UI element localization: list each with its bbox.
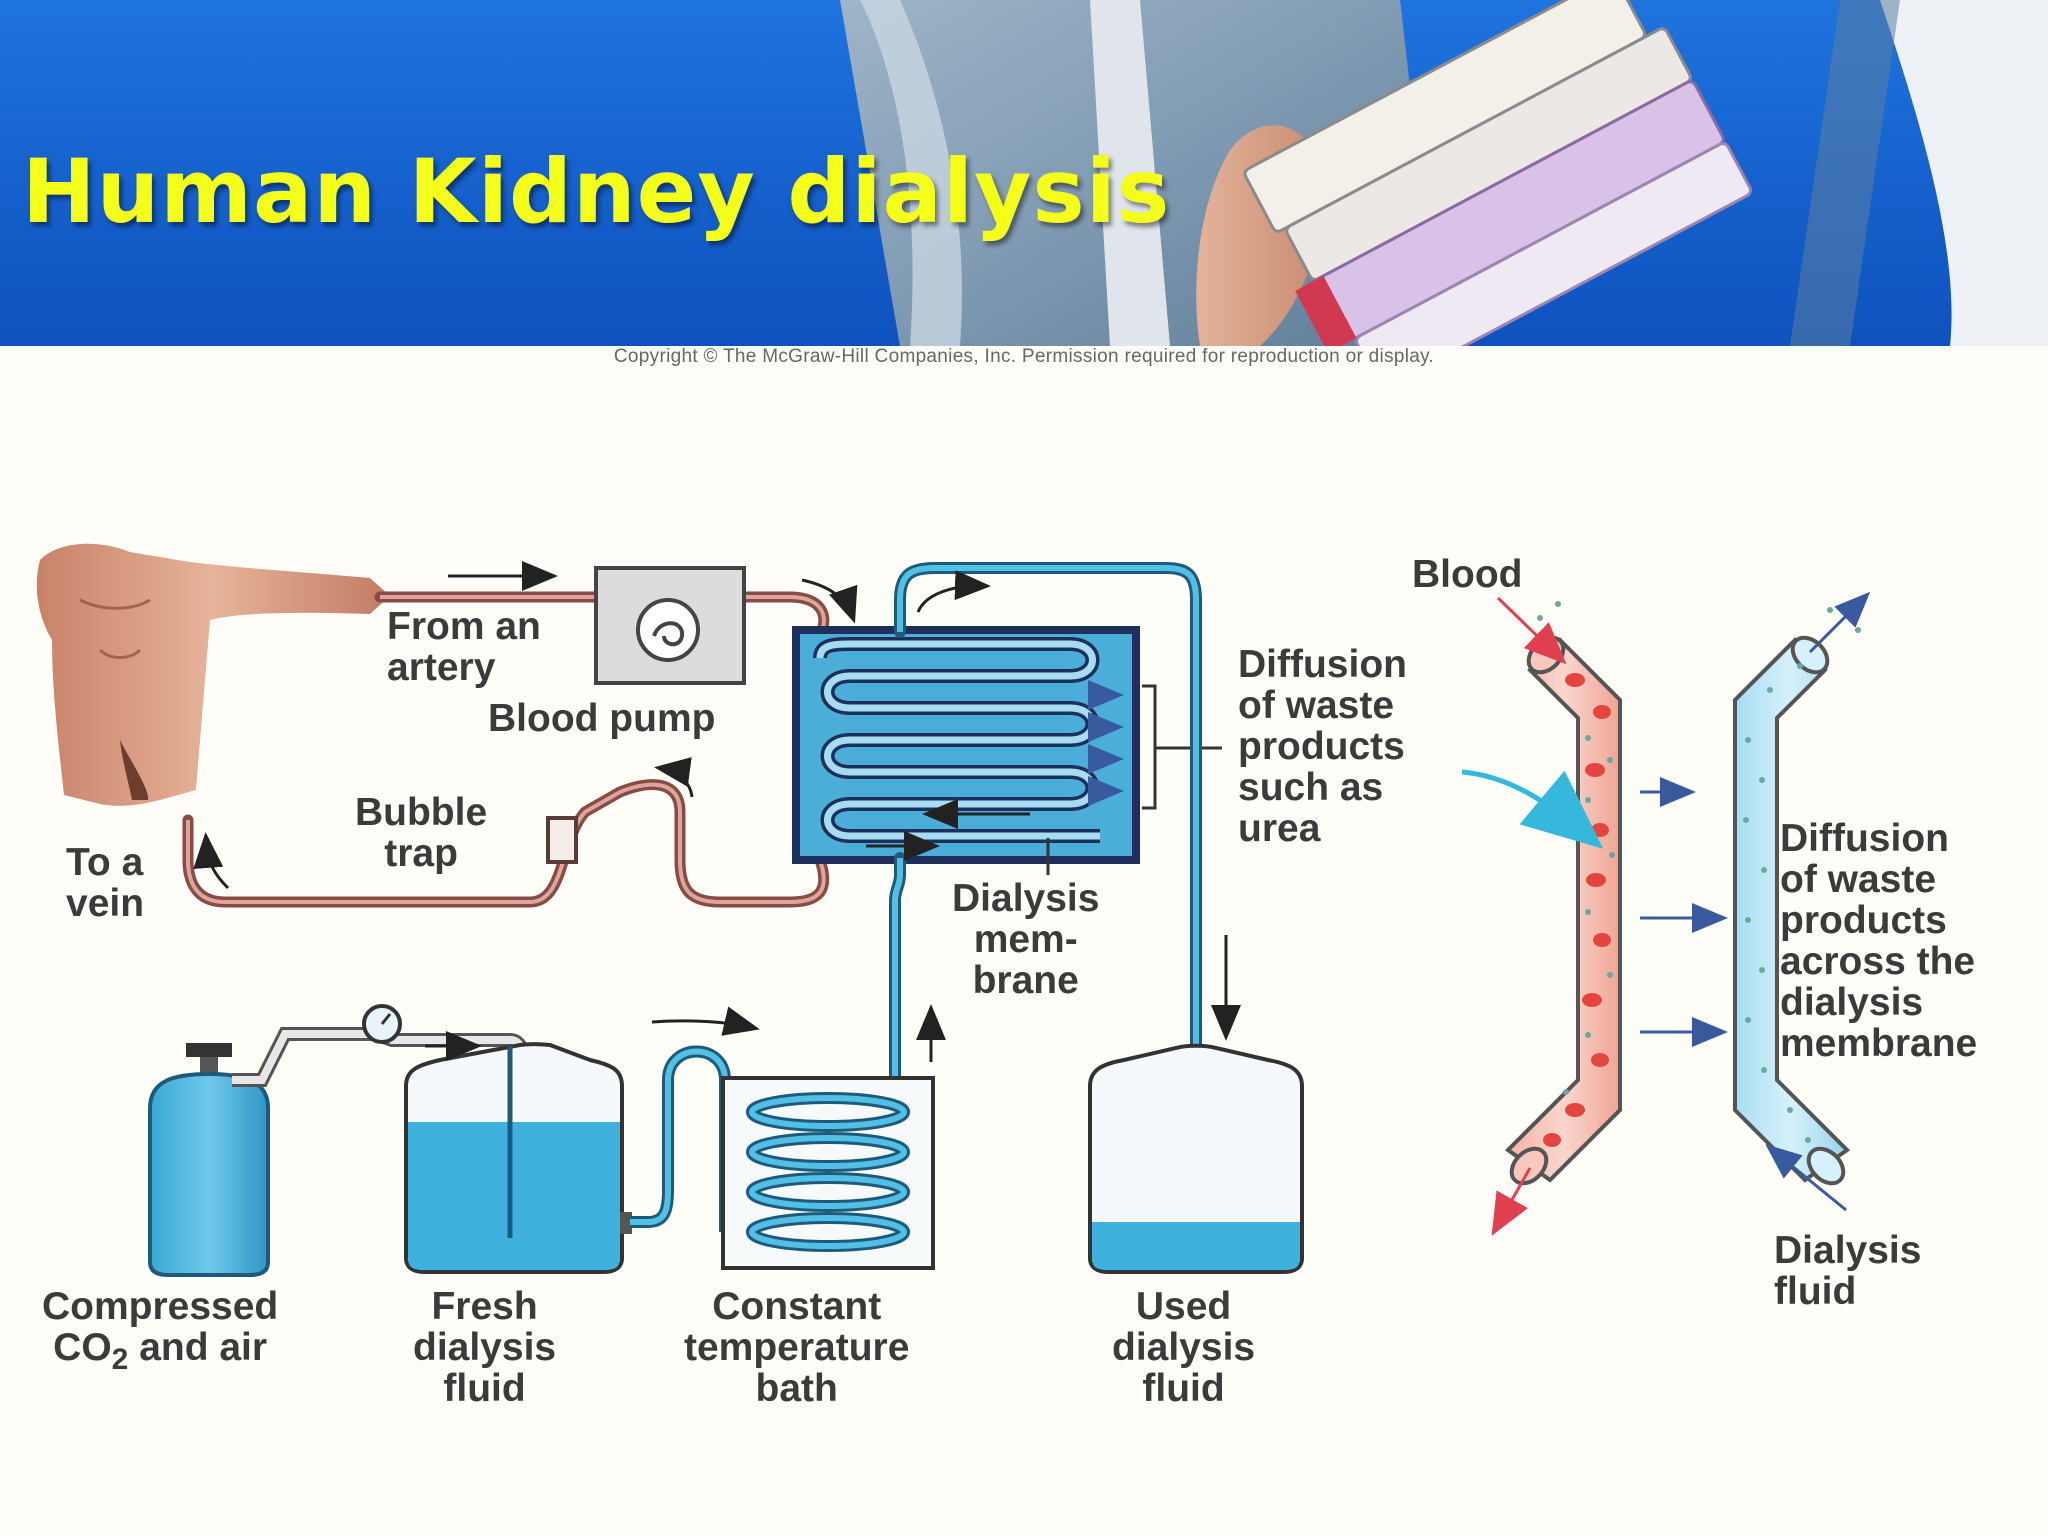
patient-torso bbox=[36, 543, 390, 806]
dialysis-diagram bbox=[36, 543, 1871, 1277]
label-compressed-gas: Compressed CO2 and air bbox=[42, 1285, 279, 1376]
copyright-notice: Copyright © The McGraw-Hill Companies, I… bbox=[613, 346, 1435, 367]
student-books-photo bbox=[840, 0, 2048, 346]
gas-cylinder bbox=[148, 1043, 270, 1277]
fresh-fluid-container bbox=[404, 1042, 632, 1274]
blood-pump bbox=[594, 566, 746, 685]
dialyzer bbox=[792, 626, 1140, 864]
slide-header: Human Kidney dialysis bbox=[0, 0, 2048, 346]
label-blood: Blood bbox=[1412, 553, 1523, 596]
label-blood-pump: Blood pump bbox=[488, 697, 716, 740]
temperature-bath bbox=[721, 1076, 935, 1270]
slide-title: Human Kidney dialysis bbox=[22, 140, 1171, 243]
used-fluid-container bbox=[1088, 1043, 1304, 1274]
bubble-trap bbox=[546, 816, 578, 864]
